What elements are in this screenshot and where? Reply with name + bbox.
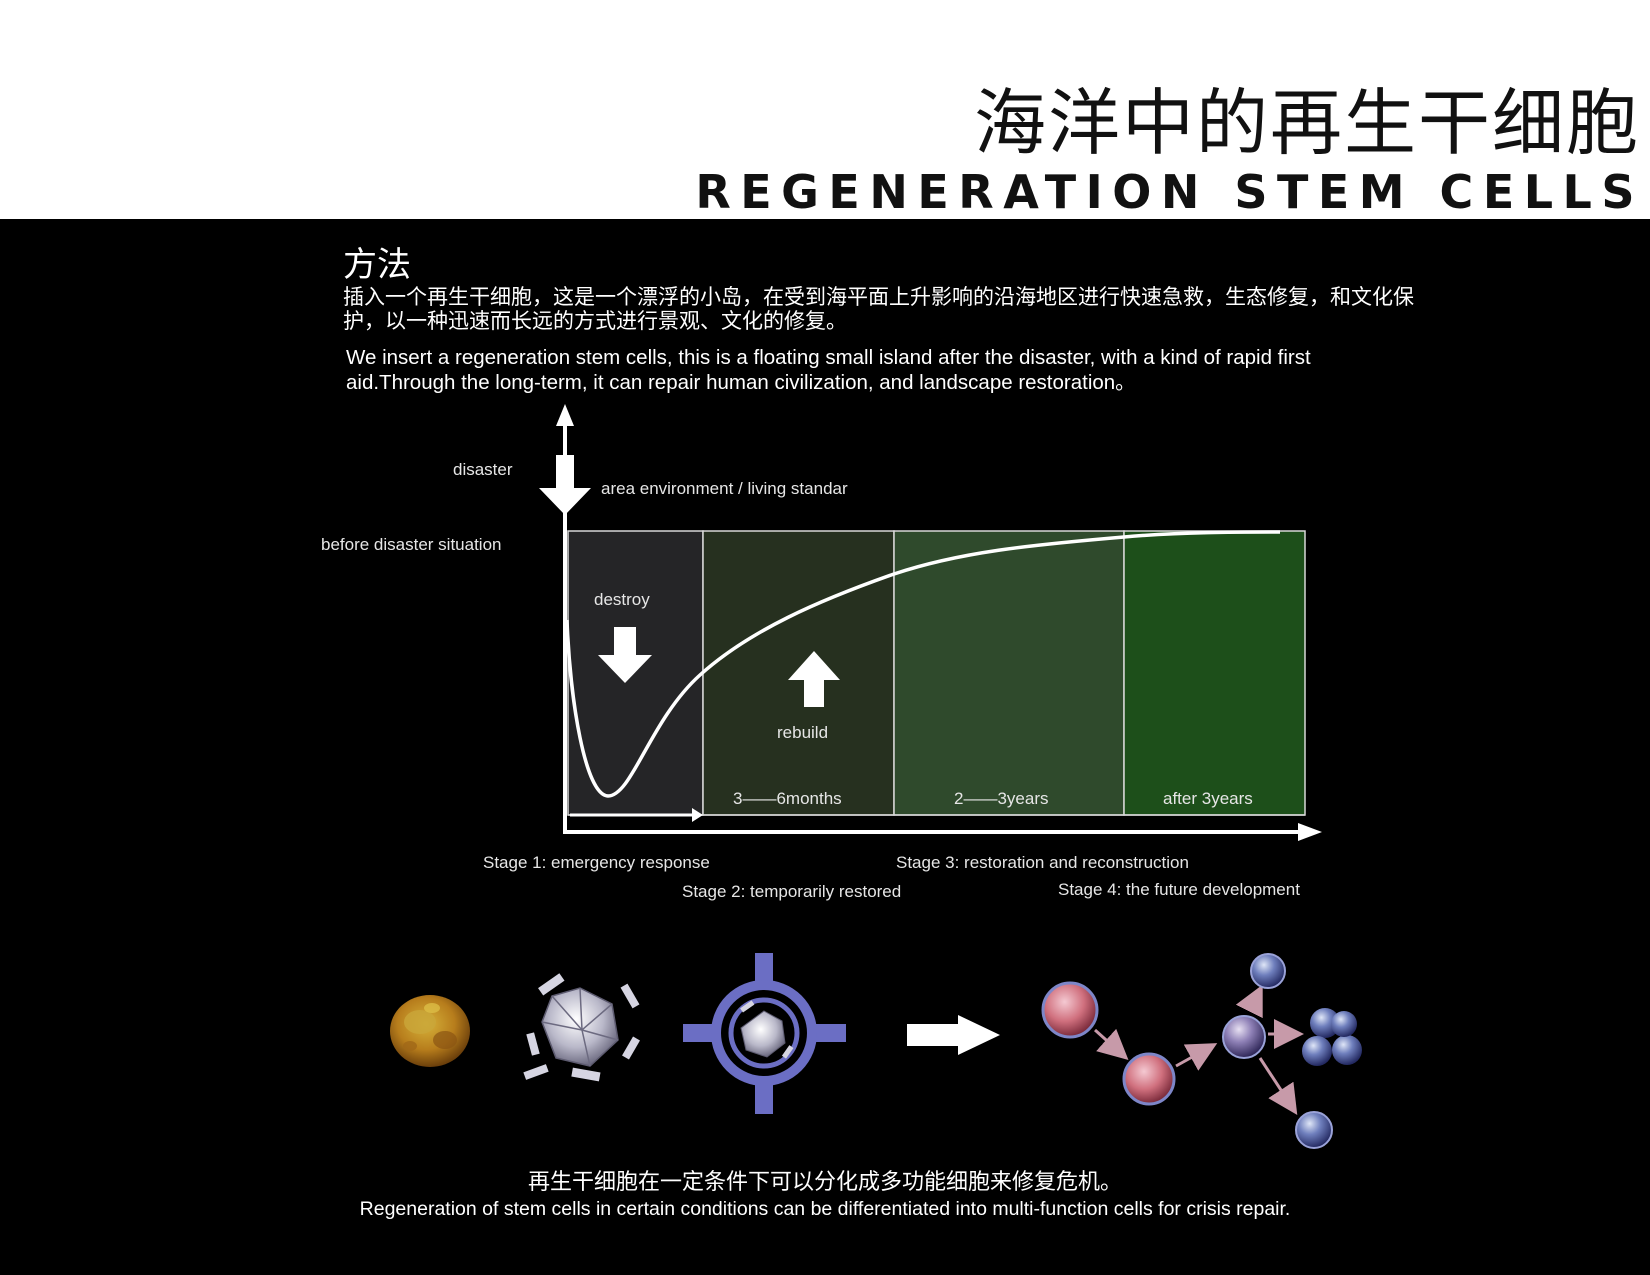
rebuild-arrow-icon [788, 651, 840, 707]
y-axis-label: area environment / living standar [601, 479, 848, 498]
method-heading: 方法 [343, 245, 411, 285]
stage-4-duration-label: after 3years [1163, 789, 1253, 808]
right-arrow-icon [907, 1015, 1000, 1055]
floating-island-cell-icon [523, 973, 640, 1082]
stage-2-name: Stage 2: temporarily restored [682, 882, 901, 901]
stage-3-name: Stage 3: restoration and reconstruction [896, 853, 1189, 872]
targeted-island-icon [683, 953, 846, 1114]
rebuild-label: rebuild [777, 723, 828, 742]
caption-chinese: 再生干细胞在一定条件下可以分化成多功能细胞来修复危机。 [527, 1170, 1122, 1195]
stage-4-panel [1123, 530, 1306, 816]
disaster-label: disaster [453, 460, 513, 479]
method-description-chinese: 插入一个再生干细胞，这是一个漂浮的小岛，在受到海平面上升影响的沿海地区进行快速急… [343, 285, 1414, 333]
y-axis-arrowhead-icon [556, 404, 574, 426]
destroy-label: destroy [594, 590, 650, 609]
stage-4-name: Stage 4: the future development [1058, 880, 1300, 899]
page-title-chinese: 海洋中的再生干细胞 [973, 81, 1640, 165]
stage-3-duration-label: 2——3years [954, 789, 1048, 808]
caption-english: Regeneration of stem cells in certain co… [359, 1198, 1291, 1220]
baseline-label: before disaster situation [321, 535, 502, 554]
recovery-curve [565, 530, 1281, 798]
stage-3-panel [893, 530, 1125, 816]
stage-2-duration-label: 3——6months [733, 789, 842, 808]
method-description-english: We insert a regeneration stem cells, thi… [346, 346, 1311, 394]
disaster-arrow-icon [539, 455, 591, 515]
page-title-english: REGENERATION STEM CELLS [695, 165, 1644, 219]
stage-1-name: Stage 1: emergency response [483, 853, 710, 872]
destroy-arrow-icon [598, 627, 652, 683]
stage-1-duration-arrowhead [692, 808, 703, 822]
cell-differentiation-icon [1041, 953, 1362, 1149]
raw-cell-icon [390, 995, 470, 1067]
x-axis-arrowhead-icon [1298, 823, 1322, 841]
